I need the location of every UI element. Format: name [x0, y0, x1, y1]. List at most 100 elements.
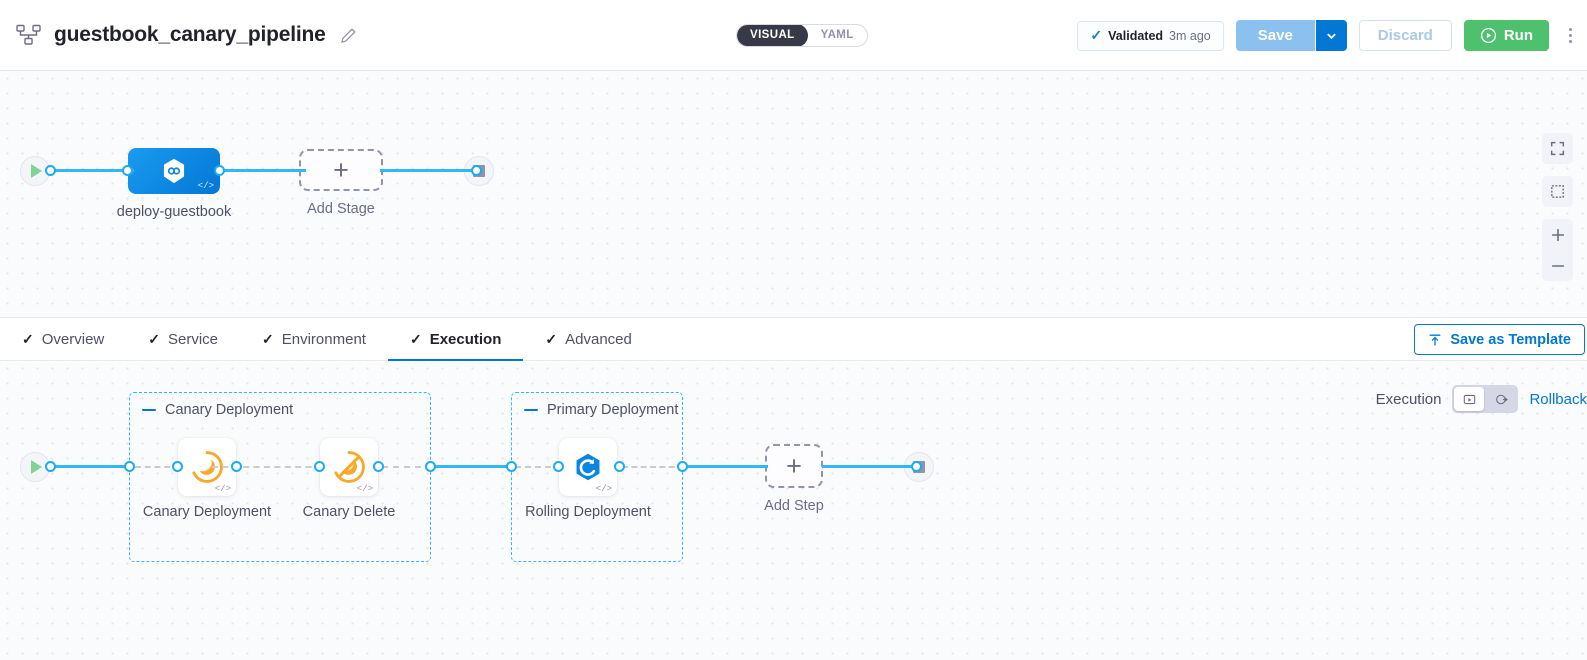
step-node-canary-delete[interactable]: </> Canary Delete [303, 438, 395, 520]
port-canary-deployment-out[interactable] [231, 461, 242, 472]
edge-stage-to-addstage [216, 169, 306, 172]
view-controls-group [1542, 133, 1573, 164]
edge-group1-to-group2 [428, 465, 516, 468]
validated-timestamp: 3m ago [1169, 28, 1211, 43]
add-stage-node[interactable]: + Add Stage [299, 149, 383, 217]
port-exec-end-in[interactable] [911, 461, 922, 472]
stage-canvas[interactable]: </> deploy-guestbook + Add Stage [0, 71, 1587, 317]
execution-label: Execution [1375, 390, 1442, 408]
step-group-canary-deployment[interactable]: Canary Deployment [129, 392, 431, 562]
port-end-in[interactable] [471, 165, 482, 176]
port-group2-out[interactable] [677, 461, 688, 472]
stage-node-deploy-guestbook[interactable]: </> deploy-guestbook [117, 148, 231, 220]
view-mode-toggle[interactable] [1452, 385, 1519, 413]
add-step-button[interactable]: + [765, 444, 823, 488]
add-step-node[interactable]: + Add Step [764, 444, 824, 514]
step-node-label: Canary Delete [302, 504, 396, 520]
page-title: guestbook_canary_pipeline [54, 23, 326, 46]
tab-overview[interactable]: ✓ Overview [0, 317, 126, 361]
discard-button[interactable]: Discard [1358, 20, 1452, 51]
step-node-canary-deployment[interactable]: </> Canary Deployment [143, 438, 271, 520]
tab-execution[interactable]: ✓ Execution [387, 317, 524, 362]
fit-to-screen-icon[interactable] [1542, 176, 1573, 207]
step-group-title: Primary Deployment [547, 402, 679, 418]
tab-advanced[interactable]: ✓ Advanced [523, 317, 653, 361]
step-node-body[interactable]: </> [559, 438, 617, 496]
rollback-view-icon[interactable] [1486, 387, 1516, 411]
code-glyph: </> [197, 181, 214, 191]
edge-dotted-g2-out [622, 466, 684, 468]
port-group2-in[interactable] [506, 461, 517, 472]
port-rolling-deployment-in[interactable] [553, 461, 564, 472]
zoom-out-icon[interactable] [1542, 250, 1573, 281]
zoom-in-icon[interactable] [1542, 219, 1573, 250]
rollback-label[interactable]: Rollback [1529, 390, 1587, 408]
check-icon: ✓ [409, 330, 422, 347]
execution-view-icon[interactable] [1454, 387, 1485, 411]
zoom-controls-group [1542, 219, 1573, 281]
port-exec-start-out[interactable] [45, 461, 56, 472]
port-canary-delete-in[interactable] [314, 461, 325, 472]
port-group1-out[interactable] [425, 461, 436, 472]
add-stage-button[interactable]: + [299, 149, 383, 191]
edge-dotted-canary-to-delete [212, 466, 322, 468]
add-stage-label: Add Stage [307, 201, 375, 217]
save-button[interactable]: Save [1235, 20, 1316, 51]
run-label: Run [1503, 27, 1533, 44]
port-stage-in[interactable] [122, 165, 133, 176]
step-node-rolling-deployment[interactable]: </> Rolling Deployment [525, 438, 651, 520]
execution-rollback-switch: Execution Rollback [1376, 385, 1587, 413]
step-group-title: Canary Deployment [165, 402, 294, 418]
save-as-template-label: Save as Template [1450, 331, 1571, 348]
template-upload-icon [1428, 333, 1442, 347]
canary-bird-icon [189, 449, 225, 485]
step-group-header[interactable]: Primary Deployment [524, 402, 678, 418]
visual-yaml-toggle[interactable]: VISUAL YAML [736, 24, 868, 47]
check-icon: ✓ [545, 330, 558, 347]
port-group1-in[interactable] [124, 461, 135, 472]
check-icon: ✓ [1090, 27, 1103, 43]
mode-yaml[interactable]: YAML [820, 29, 854, 41]
save-split-button[interactable]: Save [1235, 20, 1347, 51]
section-tabs: ✓ Overview ✓ Service ✓ Environment ✓ Exe… [0, 317, 1587, 362]
port-stage-out[interactable] [214, 165, 225, 176]
step-node-label: Rolling Deployment [525, 504, 651, 520]
tab-environment[interactable]: ✓ Environment [240, 317, 388, 361]
header-actions: ✓ Validated 3m ago Save Discard Run [1077, 0, 1579, 71]
fullscreen-icon[interactable] [1542, 133, 1573, 164]
execution-canvas[interactable]: Execution Rollback [0, 361, 1587, 660]
check-icon: ✓ [262, 330, 274, 347]
collapse-minus-icon[interactable] [524, 408, 538, 412]
edge-addstep-to-end [822, 465, 914, 468]
mode-visual[interactable]: VISUAL [737, 25, 808, 46]
port-rolling-deployment-out[interactable] [614, 461, 625, 472]
tab-label: Overview [41, 330, 105, 348]
step-group-header[interactable]: Canary Deployment [142, 402, 293, 418]
run-button[interactable]: Run [1463, 20, 1549, 51]
edge-group2-to-addstep [680, 465, 768, 468]
stage-node-body[interactable]: </> [128, 148, 220, 194]
plus-icon: + [333, 154, 349, 185]
plus-icon: + [786, 450, 802, 481]
validated-label: Validated [1108, 28, 1164, 43]
chevron-down-icon[interactable] [1315, 20, 1347, 51]
check-icon: ✓ [22, 330, 34, 347]
kebab-menu-icon[interactable] [1561, 20, 1579, 52]
tab-service[interactable]: ✓ Service [126, 317, 240, 361]
edge-dotted-g1-out [382, 466, 432, 468]
port-start-out[interactable] [45, 165, 56, 176]
fit-controls-group [1542, 176, 1573, 207]
tab-label: Advanced [565, 330, 632, 348]
code-glyph: </> [356, 484, 373, 494]
step-group-primary-deployment[interactable]: Primary Deployment [511, 392, 683, 562]
step-node-body[interactable]: </> [178, 438, 236, 496]
pencil-icon[interactable] [340, 27, 357, 44]
save-as-template-button[interactable]: Save as Template [1414, 324, 1585, 355]
edge-dotted-g2-in [515, 466, 561, 468]
header-left: guestbook_canary_pipeline [0, 23, 357, 47]
port-canary-delete-out[interactable] [373, 461, 384, 472]
port-canary-deployment-in[interactable] [172, 461, 183, 472]
app-header: guestbook_canary_pipeline VISUAL YAML ✓ … [0, 0, 1587, 71]
step-node-body[interactable]: </> [320, 438, 378, 496]
collapse-minus-icon[interactable] [142, 408, 156, 412]
